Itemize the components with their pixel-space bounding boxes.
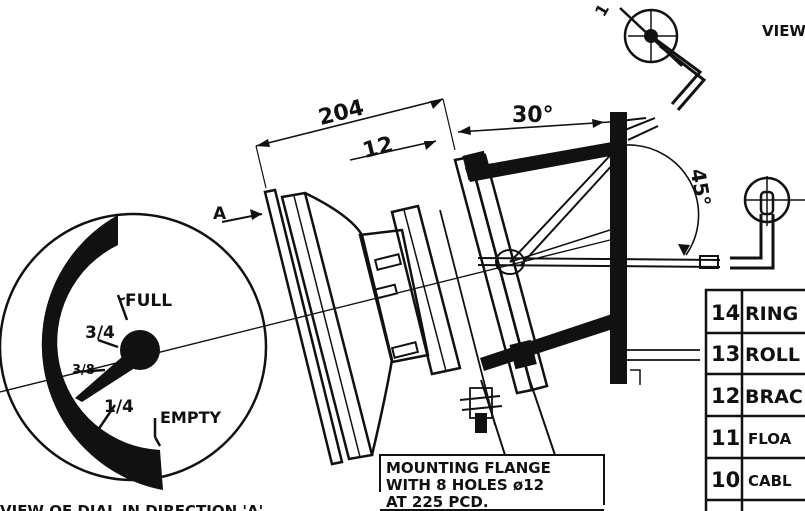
gauge-scale-band [41,215,163,490]
view-arrow-label: A [213,204,227,224]
dimension-lines [255,98,700,256]
table-row-name: ROLL [745,344,800,366]
table-row-no: 13 [711,342,740,366]
table-row-no: 14 [711,301,740,325]
section-mark: 1 [591,1,613,20]
dim-overall-length: 204 [316,96,367,131]
mounting-note-leader [379,374,557,492]
section-symbol-top [619,7,707,111]
table-row-no: 10 [711,468,740,492]
mounting-note-line3: AT 225 PCD. [386,493,489,511]
tank-wall-plate [610,112,627,384]
dim-flange-offset: 12 [360,132,396,164]
table-row-name: FLOA [748,430,792,448]
needle [75,350,144,402]
dim-angle-top: 30° [512,103,554,128]
table-row-name: RING [745,303,798,325]
dial-quarter-label: 1/4 [104,397,134,417]
sender-assembly [263,150,721,466]
table-row-name: BRAC [745,386,803,408]
view-label-top: VIEW [762,22,805,40]
fastener-detail [459,379,506,456]
fuel-dial [0,212,268,490]
table-row-no: 12 [711,384,740,408]
section-symbol-right [730,176,805,270]
dial-full-label: FULL [125,291,172,311]
parts-table [704,288,805,511]
table-row-name: CABL [748,472,792,490]
dim-angle-arm: 45° [686,167,716,208]
mounting-note-line2: WITH 8 HOLES ø12 [386,476,544,494]
dial-empty-label: EMPTY [160,408,221,427]
table-row-no: 11 [711,426,740,450]
dial-three-quarter-label: 3/4 [85,323,115,343]
bottom-caption: VIEW OF DIAL IN DIRECTION 'A' [0,502,263,511]
mounting-note-line1: MOUNTING FLANGE [386,459,551,477]
bracket-arms [465,117,659,371]
